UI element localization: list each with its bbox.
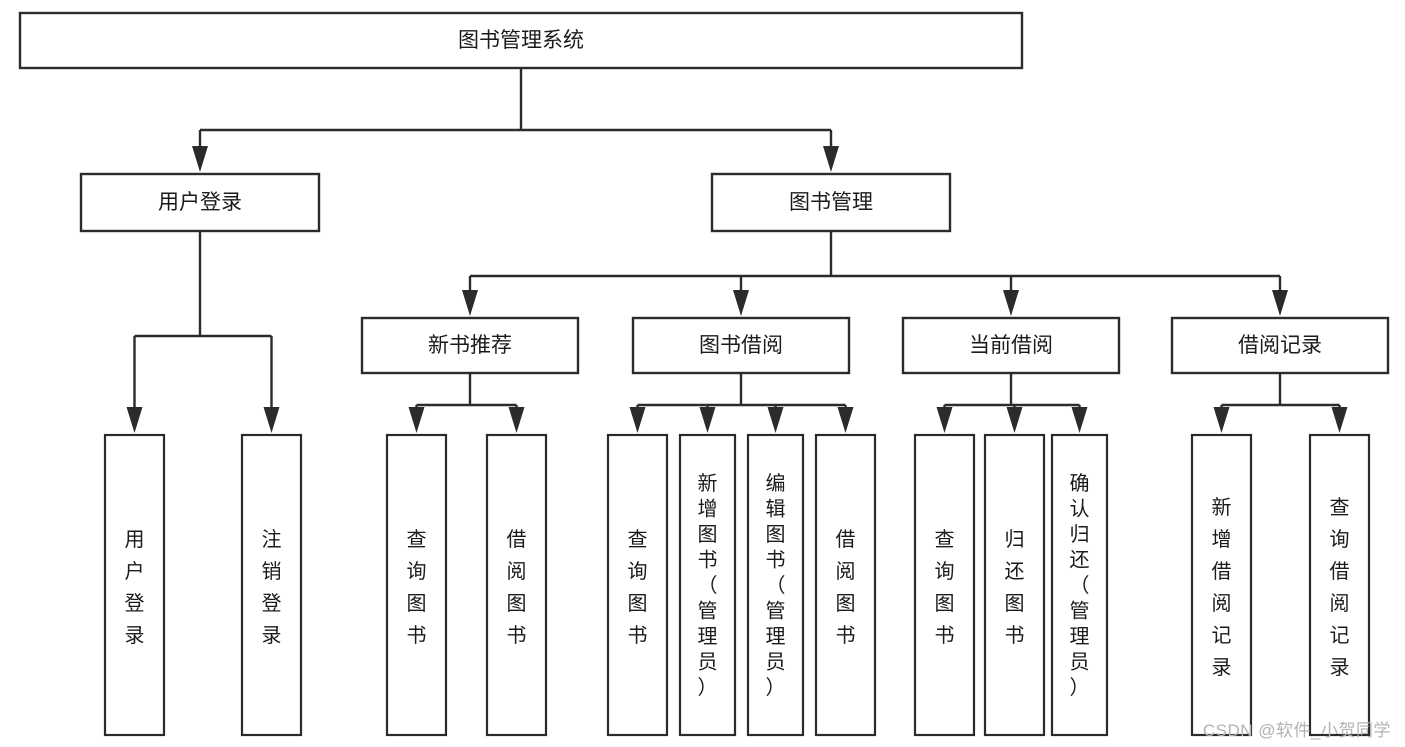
node-leaf-confirm-return[interactable]: 确认归还（管理员） [1050,433,1109,737]
node-box-borrow-record[interactable] [1170,316,1390,375]
node-leaf-query-book-2[interactable]: 查询图书 [606,433,669,737]
node-leaf-query-book-1[interactable]: 查询图书 [385,433,448,737]
node-label-user-login: 用户登录 [158,191,242,214]
node-label-leaf-query-book-2: 查询图书 [628,528,648,647]
node-leaf-edit-book[interactable]: 编辑图书（管理员） [746,433,805,737]
node-box-leaf-borrow-book-1[interactable] [485,433,548,737]
node-label-leaf-query-book-1: 查询图书 [407,528,427,647]
connectors-layer [126,68,1348,433]
node-box-leaf-query-book-2[interactable] [606,433,669,737]
conn-borrow-split [629,373,854,433]
node-label-book-borrow: 图书借阅 [699,334,783,357]
node-new-book-recommend[interactable]: 新书推荐 [360,316,580,375]
node-box-leaf-logout[interactable] [240,433,303,737]
csdn-watermark: CSDN @软件_小贺同学 [1202,721,1391,740]
node-box-leaf-add-record[interactable] [1190,433,1253,737]
node-label-leaf-logout: 注销登录 [262,528,282,647]
node-leaf-return-book[interactable]: 归还图书 [983,433,1046,737]
node-leaf-query-book-3[interactable]: 查询图书 [913,433,976,737]
nodes-layer: 图书管理系统用户登录图书管理新书推荐图书借阅当前借阅借阅记录用户登录注销登录查询… [18,11,1390,737]
conn-current-split [936,373,1088,433]
node-label-leaf-query-book-3: 查询图书 [935,528,955,647]
node-book-manage[interactable]: 图书管理 [710,172,952,233]
node-box-leaf-confirm-return[interactable] [1050,433,1109,737]
node-box-leaf-user-login[interactable] [103,433,166,737]
node-leaf-add-record[interactable]: 新增借阅记录 [1190,433,1253,737]
node-box-leaf-edit-book[interactable] [746,433,805,737]
node-box-leaf-add-book[interactable] [678,433,737,737]
node-label-leaf-query-record: 查询借阅记录 [1330,496,1350,679]
node-leaf-user-login[interactable]: 用户登录 [103,433,166,737]
node-label-leaf-user-login: 用户登录 [125,529,145,647]
node-leaf-borrow-book-2[interactable]: 借阅图书 [814,433,877,737]
node-box-leaf-query-record[interactable] [1308,433,1371,737]
node-label-leaf-confirm-return: 确认归还（管理员） [1070,472,1090,699]
node-label-borrow-record: 借阅记录 [1238,334,1322,357]
node-box-leaf-query-book-3[interactable] [913,433,976,737]
node-box-user-login[interactable] [79,172,321,233]
node-box-book-borrow[interactable] [631,316,851,375]
node-label-leaf-edit-book: 编辑图书（管理员） [766,472,786,699]
node-box-leaf-borrow-book-2[interactable] [814,433,877,737]
node-root[interactable]: 图书管理系统 [18,11,1024,70]
node-label-new-book-recommend: 新书推荐 [428,334,512,357]
node-label-book-manage: 图书管理 [789,191,873,214]
node-box-book-manage[interactable] [710,172,952,233]
node-label-current-borrow: 当前借阅 [969,334,1053,357]
node-current-borrow[interactable]: 当前借阅 [901,316,1121,375]
node-borrow-record[interactable]: 借阅记录 [1170,316,1390,375]
node-user-login[interactable]: 用户登录 [79,172,321,233]
node-leaf-borrow-book-1[interactable]: 借阅图书 [485,433,548,737]
node-label-leaf-borrow-book-2: 借阅图书 [836,528,856,647]
node-label-leaf-add-record: 新增借阅记录 [1212,496,1232,679]
node-box-root[interactable] [18,11,1024,70]
node-box-leaf-return-book[interactable] [983,433,1046,737]
conn-bookmanage-split [462,231,1288,316]
conn-recommend-split [408,373,525,433]
node-label-leaf-return-book: 归还图书 [1005,528,1025,647]
node-leaf-add-book[interactable]: 新增图书（管理员） [678,433,737,737]
node-leaf-query-record[interactable]: 查询借阅记录 [1308,433,1371,737]
node-label-leaf-borrow-book-1: 借阅图书 [507,528,527,647]
node-label-leaf-add-book: 新增图书（管理员） [698,472,718,699]
node-leaf-logout[interactable]: 注销登录 [240,433,303,737]
node-book-borrow[interactable]: 图书借阅 [631,316,851,375]
node-box-new-book-recommend[interactable] [360,316,580,375]
conn-root-split [192,68,839,172]
node-label-root: 图书管理系统 [458,29,584,52]
conn-record-split [1213,373,1348,433]
node-box-leaf-query-book-1[interactable] [385,433,448,737]
conn-userlogin-split [126,231,280,433]
node-box-current-borrow[interactable] [901,316,1121,375]
